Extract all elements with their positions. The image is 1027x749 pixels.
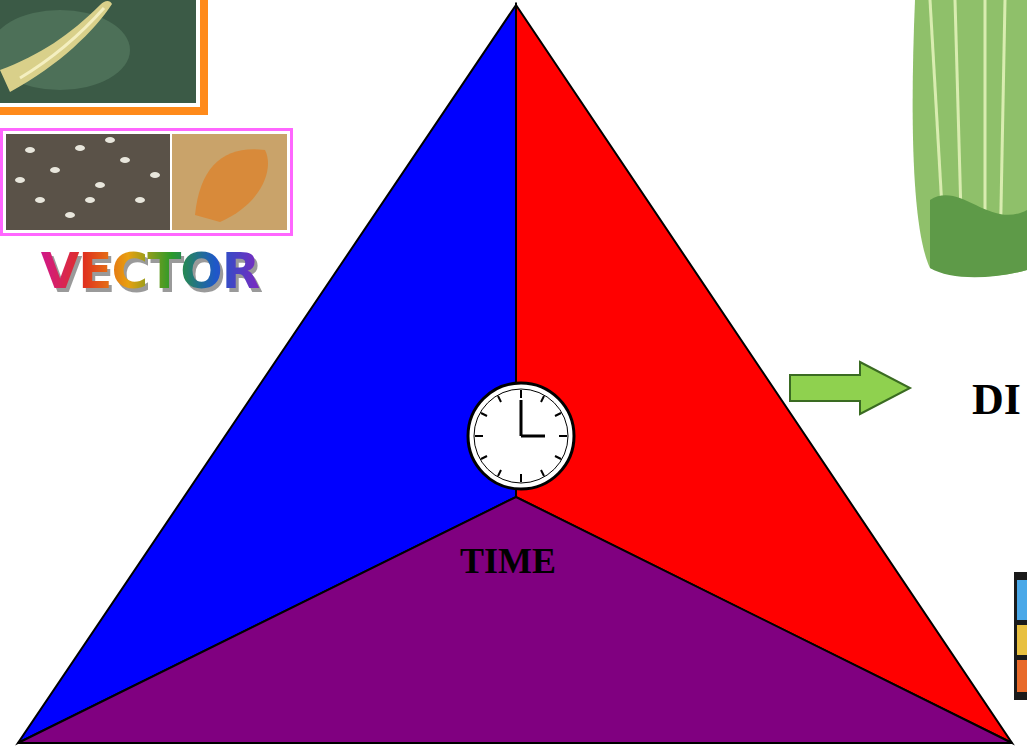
host-leaf	[913, 0, 1027, 277]
leafhopper-photo	[195, 149, 268, 222]
result-arrow	[790, 362, 910, 414]
host-photo	[910, 0, 1027, 280]
photo-frame	[3, 131, 290, 233]
leafhopper-photo	[171, 134, 287, 230]
whitefly-photo	[15, 137, 160, 218]
environment-photo	[1014, 572, 1027, 700]
insect-larva	[20, 8, 104, 78]
host-leaf	[930, 195, 1027, 277]
vector-label: VECTOR	[41, 246, 260, 296]
time-label: TIME	[460, 543, 556, 579]
environment-photo	[1017, 580, 1027, 620]
environment-photo	[1017, 625, 1027, 655]
vector-photo	[6, 134, 287, 230]
disease-label: DI	[972, 378, 1021, 422]
photo-divider	[170, 134, 172, 230]
environment-side	[18, 497, 1012, 743]
photo-frame	[0, 128, 293, 236]
whitefly-photo	[6, 134, 171, 230]
insect-larva	[0, 1, 112, 92]
environment-photo	[1017, 660, 1027, 692]
clock-icon	[468, 383, 574, 489]
